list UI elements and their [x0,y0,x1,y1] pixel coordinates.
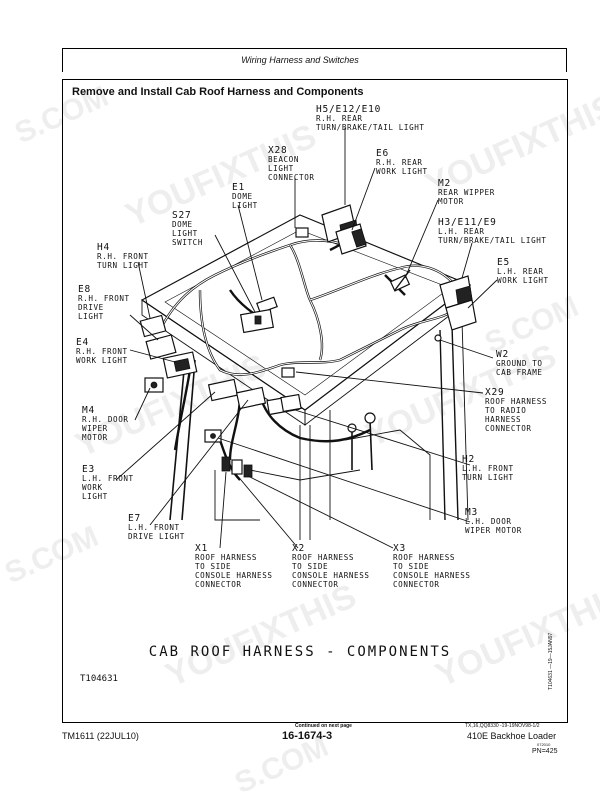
label-x28-line3: CONNECTOR [268,173,315,182]
label-m2-line2: MOTOR [438,197,464,206]
components [139,204,477,478]
label-e4-line1: R.H. FRONT [76,347,128,356]
label-e3-line3: LIGHT [82,492,108,501]
label-x2-line1: ROOF HARNESS [292,553,354,562]
label-x28-id: X28 [268,145,288,156]
page-number: 16-1674-3 [282,730,333,742]
label-x3-line3: CONSOLE HARNESS [393,571,471,580]
label-x2-line4: CONNECTOR [292,580,339,589]
label-x3-line1: ROOF HARNESS [393,553,455,562]
label-e7-id: E7 [128,513,141,524]
label-m2-id: M2 [438,178,451,189]
label-x1-line4: CONNECTOR [195,580,242,589]
label-h4-id: H4 [97,242,110,253]
label-h2-line1: L.H. FRONT [462,464,514,473]
header-rule [62,48,567,49]
label-e8-id: E8 [78,284,91,295]
label-e8-line1: R.H. FRONT [78,294,130,303]
label-e7-line2: DRIVE LIGHT [128,532,185,541]
label-h3-line1: L.H. REAR [438,227,485,236]
label-w2-id: W2 [496,349,509,360]
label-s27-line1: DOME [172,220,193,229]
label-e1-id: E1 [232,182,245,193]
label-e1-line1: DOME [232,192,253,201]
label-h5-line1: R.H. REAR [316,114,363,123]
label-x1-line2: TO SIDE [195,562,231,571]
label-e5-line2: WORK LIGHT [497,276,549,285]
section-title: Remove and Install Cab Roof Harness and … [72,86,364,98]
label-h2-line2: TURN LIGHT [462,473,514,482]
doc-code: TX,16,QQ8330 -19-19NOV98-1/2 [465,723,540,729]
label-e6-id: E6 [376,148,389,159]
pn-number: PN=425 [532,748,558,755]
label-x3-line2: TO SIDE [393,562,429,571]
figure-side-code: T104631 —19—15JAN97 [548,632,554,690]
label-e3-line2: WORK [82,483,103,492]
label-m3-line1: L.H. DOOR [465,517,512,526]
label-x1-id: X1 [195,543,208,554]
figure-frame [62,79,568,723]
label-e5-line1: L.H. REAR [497,267,544,276]
label-w2-line1: GROUND TO [496,359,543,368]
label-x29-line3: HARNESS [485,415,521,424]
label-e6-line1: R.H. REAR [376,158,423,167]
figure-caption: CAB ROOF HARNESS - COMPONENTS [148,644,452,660]
continued-note: Continued on next page [295,723,352,729]
label-e7-line1: L.H. FRONT [128,523,180,532]
page-header-title: Wiring Harness and Switches [241,55,359,65]
label-s27-id: S27 [172,210,192,221]
label-h4-line2: TURN LIGHT [97,261,149,270]
label-x3-id: X3 [393,543,406,554]
label-e4-line2: WORK LIGHT [76,356,128,365]
component-labels: H5/E12/E10 R.H. REAR TURN/BRAKE/TAIL LIG… [76,104,549,589]
leader-lines [115,128,498,549]
header-rule-left [62,48,63,72]
label-m3-id: M3 [465,507,478,518]
label-m2-line1: REAR WIPPER [438,188,495,197]
machine-model: 410E Backhoe Loader [467,731,557,741]
label-h4-line1: R.H. FRONT [97,252,149,261]
label-x1-line3: CONSOLE HARNESS [195,571,273,580]
label-e3-id: E3 [82,464,95,475]
label-x2-line3: CONSOLE HARNESS [292,571,370,580]
cab-roof-harness-diagram: H5/E12/E10 R.H. REAR TURN/BRAKE/TAIL LIG… [76,104,549,589]
label-e8-line2: DRIVE [78,303,104,312]
label-x1-line1: ROOF HARNESS [195,553,257,562]
label-h2-id: H2 [462,454,475,465]
label-s27-line3: SWITCH [172,238,203,247]
label-h3-id: H3/E11/E9 [438,217,497,228]
figure-id: T104631 [80,674,118,684]
label-m4-id: M4 [82,405,95,416]
label-x28-line2: LIGHT [268,164,294,173]
label-x3-line4: CONNECTOR [393,580,440,589]
manual-id: TM1611 (22JUL10) [62,731,139,741]
label-h5-line2: TURN/BRAKE/TAIL LIGHT [316,123,425,132]
label-m4-line2: WIPER [82,424,108,433]
label-x29-line4: CONNECTOR [485,424,532,433]
label-e4-id: E4 [76,337,89,348]
label-s27-line2: LIGHT [172,229,198,238]
label-e5-id: E5 [497,257,510,268]
label-e1-line2: LIGHT [232,201,258,210]
label-x29-line2: TO RADIO [485,406,526,415]
small-code: 072010 [537,742,551,747]
label-h3-line2: TURN/BRAKE/TAIL LIGHT [438,236,547,245]
label-e8-line3: LIGHT [78,312,104,321]
harness-wires [158,229,456,481]
label-x28-line1: BEACON [268,155,299,164]
header-rule-right [566,48,567,72]
label-e3-line1: L.H. FRONT [82,474,134,483]
label-x29-id: X29 [485,387,505,398]
label-x29-line1: ROOF HARNESS [485,397,547,406]
label-m4-line1: R.H. DOOR [82,415,129,424]
label-m4-line3: MOTOR [82,433,108,442]
label-e6-line2: WORK LIGHT [376,167,428,176]
label-x2-id: X2 [292,543,305,554]
label-h5-id: H5/E12/E10 [316,104,381,115]
label-x2-line2: TO SIDE [292,562,328,571]
label-m3-line2: WIPER MOTOR [465,526,522,535]
label-w2-line2: CAB FRAME [496,368,543,377]
